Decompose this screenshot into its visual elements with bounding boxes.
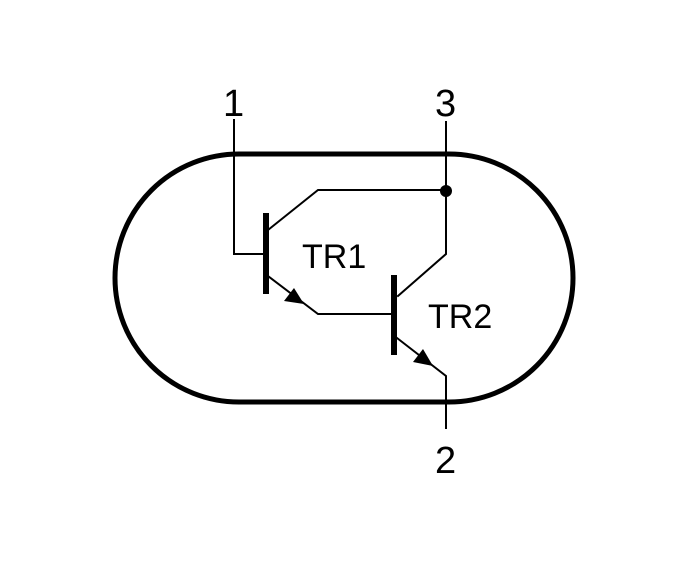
tr2-label: TR2 (428, 298, 492, 336)
tr2-emitter-arrow (413, 349, 433, 366)
tr1-emitter-wire (266, 274, 394, 315)
tr1-emitter-arrow (284, 288, 304, 304)
collector-junction-dot (440, 185, 452, 197)
pin-1-label: 1 (223, 83, 244, 125)
tr1-label: TR1 (302, 238, 366, 276)
pin-2-label: 2 (435, 440, 456, 482)
package-outline (112, 151, 576, 405)
pin-1-lead (233, 119, 266, 255)
pin-3-label: 3 (435, 83, 456, 125)
tr1-collector-wire (266, 189, 447, 232)
tr2-emitter-wire (395, 336, 447, 429)
pin-3-lead (396, 121, 447, 298)
